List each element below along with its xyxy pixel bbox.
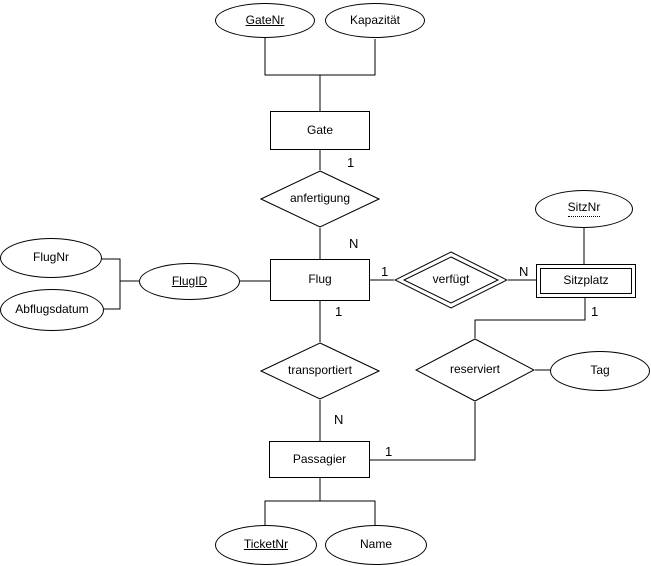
relationship-anfertigung-label: anfertigung bbox=[289, 191, 351, 206]
relationship-verfuegt-label: verfügt bbox=[432, 272, 470, 287]
diamond-shape bbox=[260, 342, 380, 400]
attribute-tag[interactable]: Tag bbox=[550, 351, 650, 391]
cardinality-flug-transportiert: 1 bbox=[335, 304, 343, 319]
attribute-tag-label: Tag bbox=[590, 363, 610, 378]
attribute-name[interactable]: Name bbox=[325, 525, 427, 565]
attribute-flugid-label: FlugID bbox=[171, 273, 208, 288]
cardinality-gate-anfertigung: 1 bbox=[347, 155, 355, 170]
attribute-abflugsdatum-label: Abflugsdatum bbox=[15, 302, 89, 317]
cardinality-verfuegt-sitzplatz: N bbox=[519, 264, 529, 279]
edge-sitzplatz-reserviert[interactable] bbox=[474, 298, 586, 338]
edge-flug-attributes-left[interactable] bbox=[102, 258, 139, 310]
relationship-anfertigung[interactable]: anfertigung bbox=[260, 170, 380, 228]
attribute-gatenr-label: GateNr bbox=[245, 12, 285, 27]
attribute-sitznr[interactable]: SitzNr bbox=[535, 190, 633, 228]
relationship-verfuegt[interactable]: verfügt bbox=[394, 251, 508, 309]
relationship-reserviert-label: reserviert bbox=[449, 362, 500, 377]
attribute-ticketnr[interactable]: TicketNr bbox=[215, 525, 317, 565]
cardinality-flug-verfuegt: 1 bbox=[381, 264, 389, 279]
edge-gate-attributes[interactable] bbox=[264, 38, 376, 111]
entity-sitzplatz-inner-border: Sitzplatz bbox=[540, 268, 632, 294]
diamond-shape bbox=[260, 170, 380, 228]
attribute-sitznr-label: SitzNr bbox=[567, 200, 601, 217]
edge-reserviert-passagier[interactable] bbox=[370, 402, 476, 461]
relationship-transportiert[interactable]: transportiert bbox=[260, 342, 380, 400]
double-diamond-shape bbox=[394, 251, 508, 309]
entity-sitzplatz-label: Sitzplatz bbox=[563, 273, 609, 288]
attribute-kapazitaet-label: Kapazität bbox=[349, 12, 401, 27]
attribute-flugnr-label: FlugNr bbox=[32, 250, 69, 265]
attribute-abflugsdatum[interactable]: Abflugsdatum bbox=[0, 289, 104, 331]
attribute-flugnr[interactable]: FlugNr bbox=[0, 238, 102, 278]
attribute-kapazitaet[interactable]: Kapazität bbox=[325, 3, 425, 38]
relationship-transportiert-label: transportiert bbox=[287, 363, 353, 378]
attribute-name-label: Name bbox=[359, 537, 392, 552]
entity-flug-label: Flug bbox=[308, 272, 332, 287]
entity-passagier-label: Passagier bbox=[292, 451, 347, 466]
cardinality-anfertigung-flug: N bbox=[349, 236, 359, 251]
relationship-reserviert[interactable]: reserviert bbox=[415, 338, 535, 402]
entity-sitzplatz[interactable]: Sitzplatz bbox=[536, 264, 636, 298]
edge-passagier-attributes[interactable] bbox=[264, 478, 376, 525]
attribute-flugid[interactable]: FlugID bbox=[139, 263, 240, 300]
cardinality-sitzplatz-reserviert: 1 bbox=[591, 304, 599, 319]
attribute-ticketnr-label: TicketNr bbox=[243, 537, 289, 552]
diamond-shape bbox=[415, 338, 535, 402]
cardinality-reserviert-passagier: 1 bbox=[385, 444, 393, 459]
entity-gate[interactable]: Gate bbox=[270, 111, 370, 150]
entity-gate-label: Gate bbox=[306, 122, 333, 137]
entity-flug[interactable]: Flug bbox=[270, 259, 370, 301]
attribute-gatenr[interactable]: GateNr bbox=[215, 3, 315, 38]
entity-passagier[interactable]: Passagier bbox=[269, 441, 370, 478]
cardinality-transportiert-passagier: N bbox=[334, 412, 344, 427]
